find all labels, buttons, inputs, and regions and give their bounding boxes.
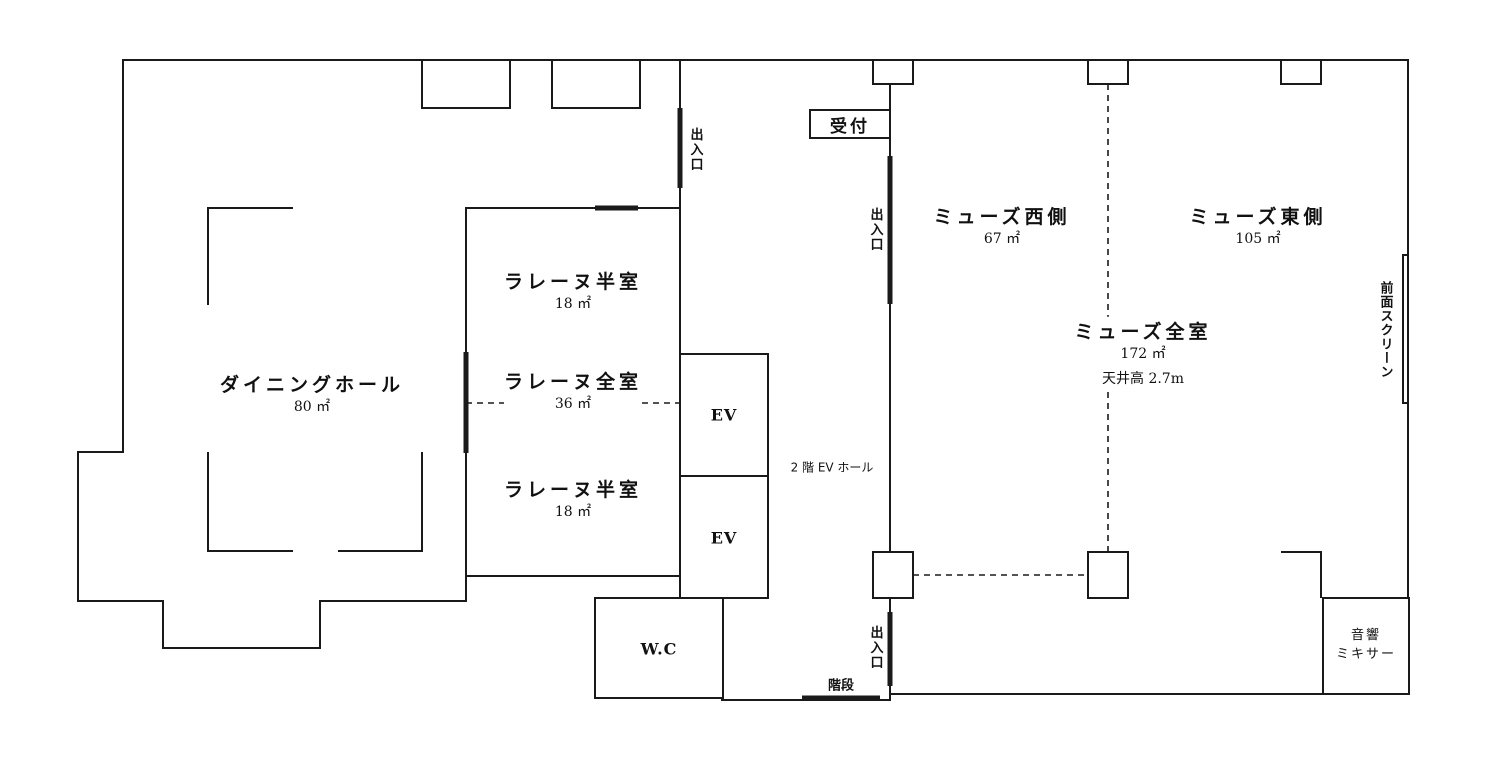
room-name: ラレーヌ半室 [503, 271, 643, 294]
room-area: 80 ㎡ [293, 399, 331, 415]
reception-label: 受付 [830, 116, 870, 137]
entrance-label: 出入口 [867, 625, 883, 671]
pillar [1280, 59, 1322, 85]
front-screen [1402, 254, 1409, 404]
ev-label: EV [710, 528, 738, 548]
ceiling-height: 天井高 2.7m [1102, 370, 1184, 387]
mixer-booth [1322, 597, 1410, 695]
larena-half-bottom-label: ラレーヌ半室 18 ㎡ [504, 479, 642, 521]
room-name: ダイニングホール [219, 374, 405, 397]
window-bay [551, 59, 641, 109]
larena-half-top-label: ラレーヌ半室 18 ㎡ [504, 271, 642, 313]
room-name: ラレーヌ全室 [503, 371, 643, 394]
entrance-label: 出入口 [867, 207, 883, 253]
muse-east-label: ミューズ東側 105 ㎡ [1189, 206, 1326, 248]
pillar [872, 59, 914, 85]
pillar [1281, 551, 1322, 598]
front-screen-label: 前面スクリーン [1377, 281, 1393, 379]
outer-wall-west [77, 59, 680, 649]
ev-hall-label: 2 階 EV ホール [790, 460, 874, 475]
restroom [594, 597, 724, 699]
pillar [872, 551, 914, 599]
pillar [1087, 551, 1129, 599]
mixer-line: ミキサー [1335, 647, 1396, 662]
room-area: 18 ㎡ [554, 296, 592, 312]
room-area: 105 ㎡ [1235, 231, 1281, 247]
entrance-label: 出入口 [687, 127, 703, 173]
wc-label: W.C [640, 639, 678, 659]
room-area: 172 ㎡ [1120, 345, 1166, 362]
dining-table-outline [338, 452, 423, 552]
room-name: ラレーヌ半室 [503, 479, 643, 502]
stairs-label: 階段 [827, 678, 855, 694]
muse-west-label: ミューズ西側 67 ㎡ [933, 206, 1070, 248]
dining-hall-label: ダイニングホール 80 ㎡ [220, 374, 404, 416]
elevator-shaft [679, 475, 769, 599]
mixer-line: 音響 [1350, 628, 1381, 644]
room-name: ミューズ全室 [1074, 320, 1212, 343]
elevator-shaft [679, 353, 769, 477]
pillar [1087, 59, 1129, 85]
dining-table-outline [207, 207, 293, 305]
muse-full-label: ミューズ全室 172 ㎡ 天井高 2.7m [1066, 316, 1220, 392]
room-area: 67 ㎡ [983, 231, 1021, 247]
room-name: ミューズ西側 [933, 206, 1071, 229]
room-area: 18 ㎡ [554, 504, 592, 520]
room-name: ミューズ東側 [1189, 206, 1327, 229]
larena-full-label: ラレーヌ全室 36 ㎡ [503, 371, 643, 413]
room-area: 36 ㎡ [503, 396, 643, 413]
reception-desk [809, 109, 891, 139]
dining-table-outline [207, 452, 293, 552]
window-bay [421, 59, 511, 109]
ev-label: EV [710, 405, 738, 425]
mixer-label: 音響 ミキサー [1323, 598, 1409, 694]
